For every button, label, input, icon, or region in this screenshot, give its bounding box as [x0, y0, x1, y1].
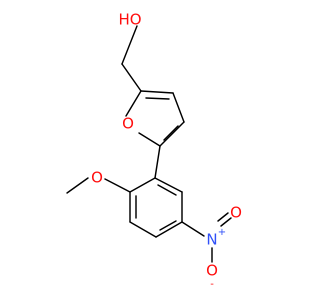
bond-benzene-inner-3	[157, 184, 177, 196]
bond-furan-c5-c4	[159, 121, 185, 147]
bond-furan-c3-c2-double	[145, 97, 170, 100]
bond-furan-c4-c3	[172, 92, 185, 123]
bond-furan-c2-o	[125, 90, 142, 117]
bond-furan-benzene	[154, 145, 161, 179]
nitro-oxygen-top-label: O	[230, 204, 242, 222]
bond-nitro-n-o-top-double	[217, 212, 229, 222]
methoxy-oxygen-label: O	[91, 169, 103, 187]
nitro-oxygen-bottom-charge: -	[210, 279, 214, 290]
bond-benzene-c1-c2	[129, 177, 156, 193]
hydroxyl-label: HO	[118, 11, 141, 29]
bond-methoxy-o-ch3	[66, 177, 89, 194]
bond-benzene-methoxy-o	[104, 178, 131, 193]
bond-layer	[66, 25, 232, 263]
furan-oxygen-label: O	[122, 115, 134, 133]
nitro-oxygen-bottom-label: O	[206, 262, 218, 280]
bond-furan-o-c5	[138, 132, 161, 147]
bond-hydroxyl-ch2	[121, 25, 138, 65]
molecule-diagram: HO O O N + O O -	[66, 10, 242, 291]
bond-benzene-c4-c5	[155, 221, 183, 238]
bond-benzene-c6-c1	[154, 177, 183, 193]
bond-benzene-c3-c4	[129, 221, 157, 238]
nitro-nitrogen-charge: +	[218, 227, 226, 238]
bond-furan-c3-c2	[140, 90, 174, 94]
molecule-svg: HO O O N + O O -	[66, 11, 242, 291]
nitro-nitrogen-label: N	[206, 231, 217, 249]
atom-label-layer: HO O O N + O O -	[91, 11, 242, 291]
bond-benzene-inner-2	[159, 220, 177, 231]
bond-furan-c5-c4-double	[163, 125, 179, 141]
bond-benzene-nitro-n	[181, 221, 205, 237]
bond-nitro-n-o-top	[220, 217, 232, 227]
bond-ch2-furan-c2	[121, 63, 142, 92]
